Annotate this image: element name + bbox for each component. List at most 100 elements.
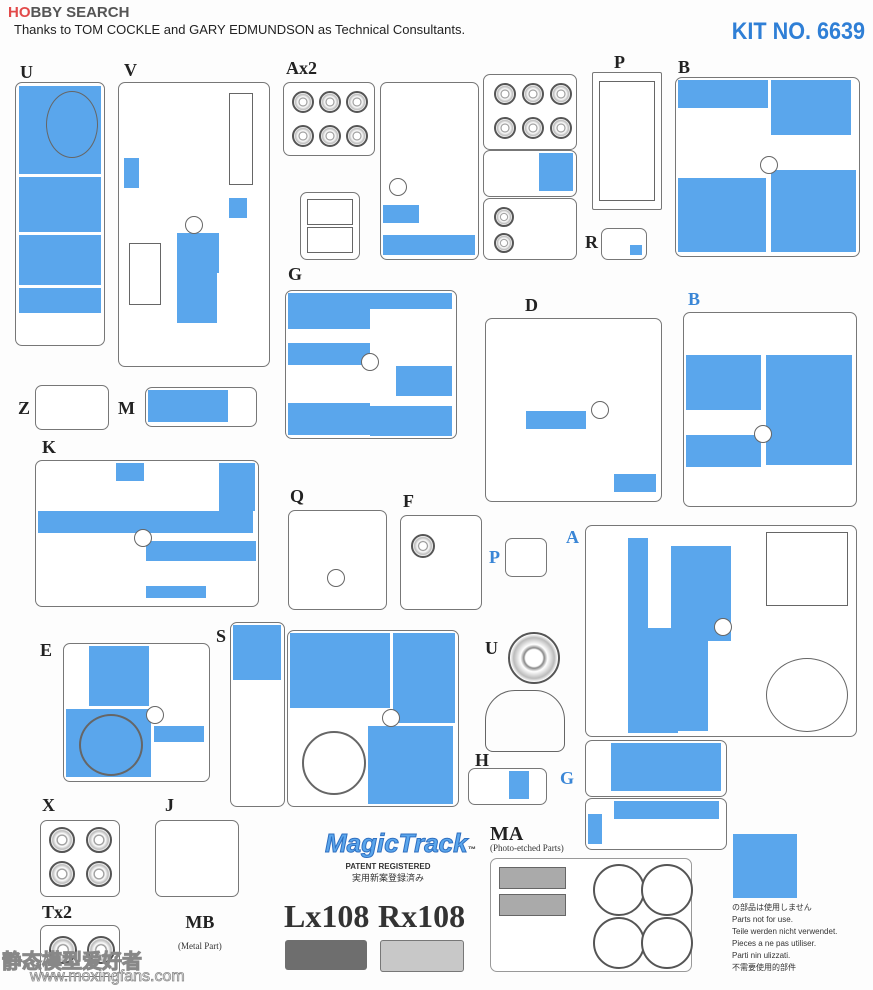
legend-jp: の部品は使用しません [732,903,812,912]
wheel-part [550,117,572,139]
wheel-part [319,125,341,147]
wheel-part [522,117,544,139]
right-track-count: Rx108 [378,898,466,934]
unused-part-area [771,80,851,135]
wheel-part [411,534,435,558]
legend-it: Parti nin ulizzati. [732,951,791,960]
watermark-url: www.moxingfans.com [30,968,186,986]
wheel-part [593,917,645,969]
unused-part-area [154,726,204,742]
sprue-label-b: B [678,57,691,77]
sprue-wheels-1 [483,74,577,150]
sprue-label-s: S [216,626,227,646]
unused-part-area [396,366,452,396]
wheel-part [87,936,115,964]
sprue-label-mb: MB(Metal Part) [178,912,222,954]
sprue-p-alt [505,538,547,577]
sprue-part [79,714,143,776]
sprue-label-v: V [124,60,137,80]
sprue-gate [382,709,400,727]
unused-part-area [116,463,144,481]
sprue-wheels-3 [483,198,577,260]
unused-part-area [686,435,761,467]
sprue-gate [389,178,407,196]
sprue-label-j: J [165,795,174,815]
unused-part-area [628,628,678,733]
sprue-label-e: E [40,640,53,660]
sprue-label-g-alt: G [560,768,575,788]
sprue-label-tx2: Tx2 [42,902,73,922]
turret-part [485,690,565,752]
unused-part-area [290,633,390,708]
wheel-part [86,827,112,853]
sprue-s-left [230,622,285,807]
sprue-part [766,658,848,732]
unused-part-area [146,586,206,598]
unused-part-area [38,511,253,533]
wheel-part [346,91,368,113]
sprue-g [285,290,457,439]
watermark-cn: 静态模型爱好者 [2,951,143,974]
sprue-label-h: H [475,750,490,770]
sprue-label-k: K [42,437,57,457]
sprue-label-m: M [118,398,135,418]
sprue-b [675,77,860,257]
sprue-tx2 [40,925,120,977]
sprue-z [35,385,109,430]
magic-track-logo: MagicTrack™ [325,828,476,859]
sprue-q [288,510,387,610]
unused-part-area [686,355,761,410]
sprue-part [229,93,253,185]
legend-cn: 不需要使用的部件 [732,963,796,972]
wheel-part [494,83,516,105]
wheel-part [319,91,341,113]
right-track-link [380,940,464,972]
sprue-gate [754,425,772,443]
wheel-part [346,125,368,147]
sprue-gate [591,401,609,419]
legend-de: Teile werden nicht verwendet. [732,927,838,936]
sprue-x [40,820,120,897]
not-for-use-swatch [733,834,797,898]
wheel-part [292,125,314,147]
sprue-label-b-alt: B [688,289,701,309]
legend-fr: Pieces a ne pas utiliser. [732,939,817,948]
sprue-r [601,228,647,260]
sprue-part [499,867,566,889]
unused-part-area [678,178,766,252]
sprue-s [287,630,459,807]
wheel-part [494,207,514,227]
sprue-label-d: D [525,295,538,315]
unused-part-area [771,170,856,252]
trademark: ™ [467,845,476,854]
sprue-k [35,460,259,607]
turret-ring [508,632,560,684]
unused-part-area [288,343,370,365]
patent-en: PATENT REGISTERED [345,862,431,871]
hobby-search-logo: HOBBY SEARCH [8,4,129,21]
sprue-gate [185,216,203,234]
sprue-v [118,82,270,367]
sprue-e [63,643,210,782]
sprue-part [302,731,366,795]
sprue-part [499,894,566,916]
sprue-gate [714,618,732,636]
left-track-count: Lx108 [284,898,370,934]
logo-rest: BBY SEARCH [30,4,130,21]
unused-part-area [614,801,719,819]
sprue-m [145,387,257,427]
sprue-h [468,768,547,805]
unused-part-area [229,198,247,218]
sprue-label-u: U [20,62,33,82]
wheel-part [49,936,77,964]
sprue-p [592,72,662,210]
sprue-label-p-alt: P [489,547,500,567]
sprue-part [307,199,353,225]
sprue-g-alt-1 [585,740,727,797]
sprue-hull-parts [300,192,360,260]
wheel-part [550,83,572,105]
sprue-gate [134,529,152,547]
unused-part-area [678,80,768,108]
unused-part-area [630,245,642,255]
